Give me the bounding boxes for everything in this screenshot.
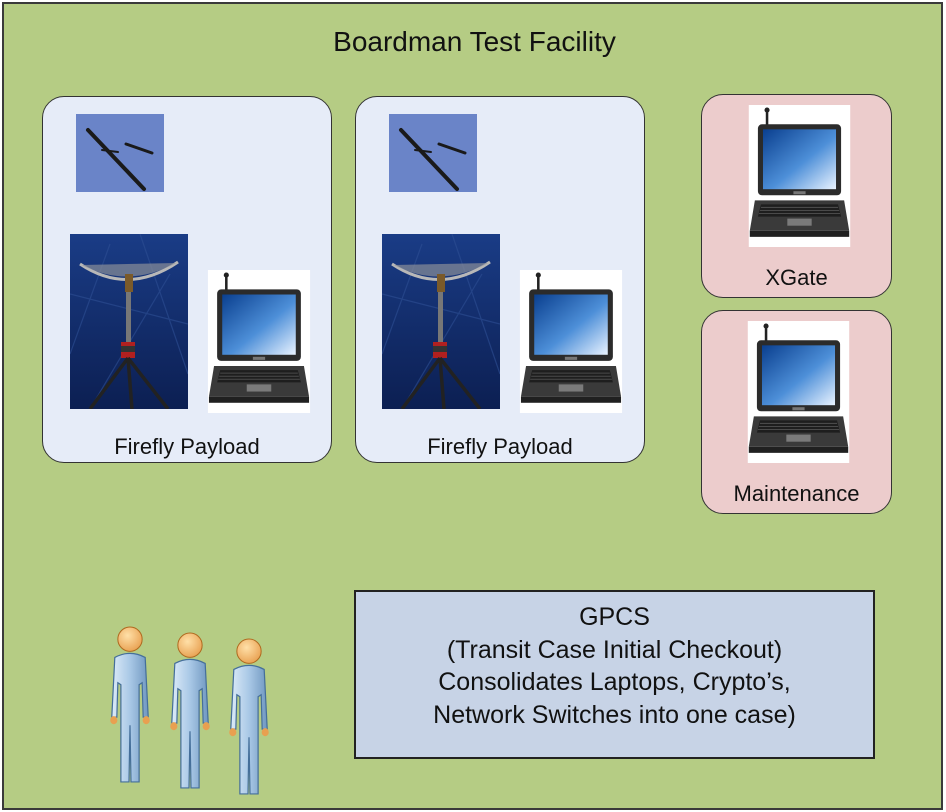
gpcs-line: Consolidates Laptops, Crypto’s, [438, 668, 791, 696]
payload-label: Firefly Payload [427, 434, 573, 459]
facility-title: Boardman Test Facility [333, 26, 616, 57]
gpcs-line: Network Switches into one case) [433, 700, 796, 729]
maintenance-panel: Maintenance [701, 310, 892, 514]
payload-label: Firefly Payload [114, 434, 260, 459]
xgate-label: XGate [765, 265, 828, 290]
xgate-panel: XGate [701, 94, 892, 298]
payload-panel-2: Firefly Payload [355, 96, 645, 463]
uav-icon [389, 114, 477, 192]
maintenance-label: Maintenance [733, 481, 860, 506]
gpcs-line: (Transit Case Initial Checkout) [446, 635, 783, 664]
person-icon [226, 636, 272, 798]
person-icon [167, 630, 213, 792]
antenna-tripod-icon [382, 234, 500, 409]
laptop-icon [741, 105, 858, 247]
person-icon [107, 624, 153, 786]
laptop-icon [200, 270, 318, 413]
antenna-tripod-icon [70, 234, 188, 409]
laptop-icon [740, 321, 857, 463]
uav-icon [76, 114, 164, 192]
gpcs-box: GPCS (Transit Case Initial Checkout) Con… [354, 590, 875, 759]
payload-panel-1: Firefly Payload [42, 96, 332, 463]
laptop-icon [512, 270, 630, 413]
gpcs-title: GPCS [579, 603, 650, 631]
